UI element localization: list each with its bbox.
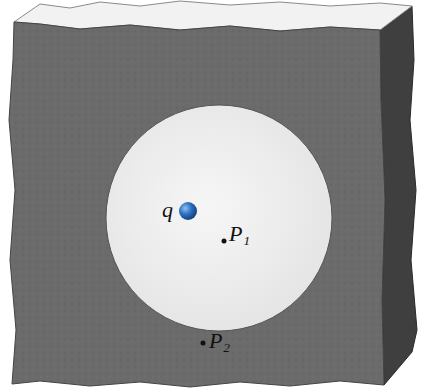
side-face (380, 6, 417, 385)
point-dot (201, 341, 206, 346)
point-label: P₂ (209, 330, 230, 352)
charge-sphere (179, 202, 197, 220)
charge-label: q (162, 199, 173, 221)
front-face (9, 22, 385, 387)
cavity (106, 105, 332, 331)
top-face (14, 1, 412, 31)
point-label: P₁ (229, 223, 250, 245)
point-dot (222, 239, 227, 244)
